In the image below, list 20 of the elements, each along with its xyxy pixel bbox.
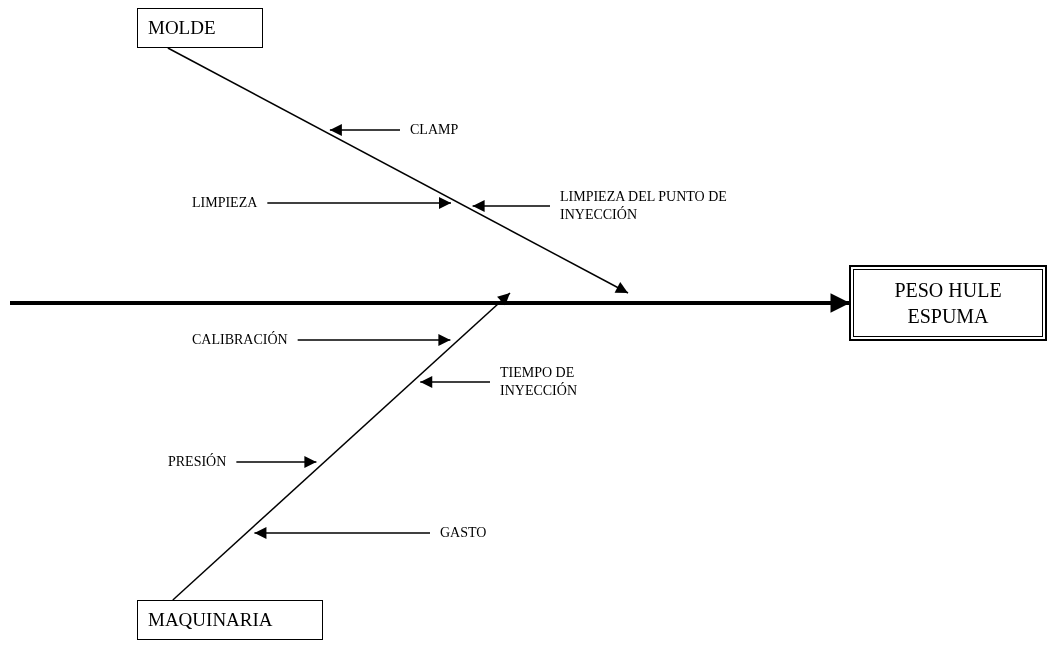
arrow: [471, 200, 551, 212]
arrow: [296, 334, 452, 346]
cause-label: GASTO: [440, 524, 487, 542]
category-box: MOLDE: [137, 8, 263, 48]
effect-box: PESO HULE ESPUMA: [850, 266, 1046, 340]
cause-label: CLAMP: [410, 121, 459, 139]
cause-label: TIEMPO DE INYECCIÓN: [500, 364, 640, 400]
arrow: [253, 527, 431, 539]
cause-label: LIMPIEZA: [192, 194, 258, 212]
spine-arrow: [10, 293, 850, 313]
bone-arrow: [172, 292, 511, 601]
cause-label: LIMPIEZA DEL PUNTO DE INYECCIÓN: [560, 188, 790, 224]
cause-label: CALIBRACIÓN: [192, 331, 288, 349]
arrow: [266, 197, 452, 209]
arrow: [235, 456, 318, 468]
arrow: [419, 376, 491, 388]
bone-arrow: [167, 47, 629, 294]
arrow: [329, 124, 401, 136]
cause-label: PRESIÓN: [168, 453, 227, 471]
category-box: MAQUINARIA: [137, 600, 323, 640]
